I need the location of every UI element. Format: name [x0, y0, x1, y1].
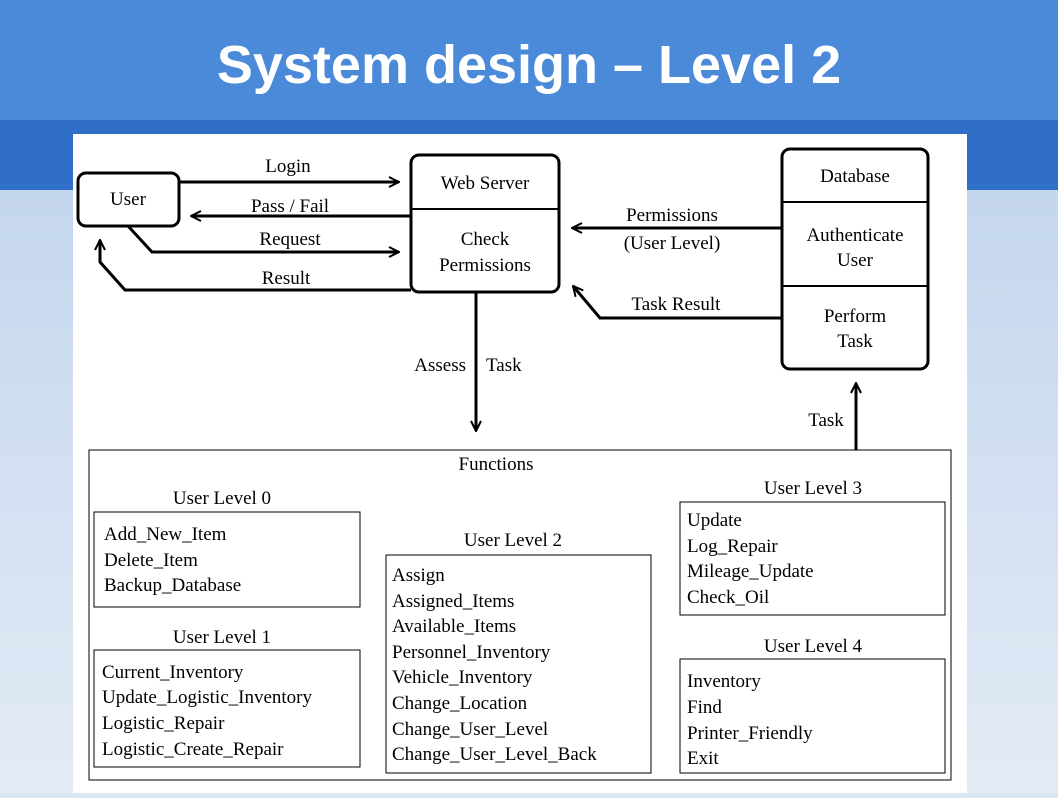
- edges: [100, 182, 856, 450]
- functions-title: Functions: [459, 454, 534, 475]
- level-4-title: User Level 4: [764, 636, 863, 657]
- level-0-title: User Level 0: [173, 488, 271, 509]
- user-level-0: User Level 0 Add_New_Item Delete_Item Ba…: [93, 488, 361, 608]
- task-result-arrow: [573, 286, 782, 320]
- function-item: Logistic_Create_Repair: [102, 739, 284, 760]
- function-item: Log_Repair: [687, 536, 778, 557]
- database-node: Database Authenticate User Perform Task: [780, 147, 930, 371]
- perform-task-line-2: Task: [837, 331, 873, 352]
- function-item: Exit: [687, 748, 719, 769]
- user-level-3: User Level 3 Update Log_Repair Mileage_U…: [679, 478, 946, 616]
- assess-label: Assess: [414, 355, 466, 376]
- level-3-title: User Level 3: [764, 478, 862, 499]
- function-item: Vehicle_Inventory: [392, 667, 533, 688]
- check-permissions-line-1: Check: [461, 229, 510, 250]
- user-level-4: User Level 4 Inventory Find Printer_Frie…: [679, 636, 946, 774]
- function-item: Delete_Item: [104, 550, 198, 571]
- function-item: Check_Oil: [687, 587, 769, 608]
- function-item: Update_Logistic_Inventory: [102, 687, 313, 708]
- result-label: Result: [262, 268, 311, 289]
- slide-title: System design – Level 2: [216, 35, 842, 95]
- user-label: User: [110, 189, 147, 210]
- function-item: Logistic_Repair: [102, 713, 225, 734]
- title-band: [0, 0, 1058, 120]
- function-item: Change_User_Level_Back: [392, 744, 597, 765]
- web-server-node: Web Server Check Permissions: [409, 153, 561, 294]
- function-item: Add_New_Item: [104, 524, 227, 545]
- authenticate-line-1: Authenticate: [806, 225, 903, 246]
- function-item: Current_Inventory: [102, 662, 244, 683]
- assess-task-label: Task: [486, 355, 522, 376]
- user-level-1: User Level 1 Current_Inventory Update_Lo…: [93, 627, 361, 768]
- request-label: Request: [259, 229, 321, 250]
- function-item: Update: [687, 510, 742, 531]
- authenticate-line-2: User: [837, 250, 874, 271]
- function-item: Printer_Friendly: [687, 723, 813, 744]
- result-arrow: [100, 240, 411, 292]
- check-permissions-line-2: Permissions: [439, 255, 531, 276]
- function-item: Inventory: [687, 671, 761, 692]
- user-level-2: User Level 2 Assign Assigned_Items Avail…: [385, 530, 652, 774]
- level-2-title: User Level 2: [464, 530, 562, 551]
- task-result-label: Task Result: [632, 294, 722, 315]
- permissions-label-line-2: (User Level): [624, 233, 721, 254]
- login-label: Login: [265, 156, 311, 177]
- user-node: User: [76, 171, 181, 228]
- function-item: Available_Items: [392, 616, 516, 637]
- database-label: Database: [820, 166, 890, 187]
- system-diagram: User Web Server Check Permissions Databa…: [76, 147, 952, 781]
- function-item: Personnel_Inventory: [392, 642, 551, 663]
- function-item: Assign: [392, 565, 445, 586]
- function-item: Change_User_Level: [392, 719, 548, 740]
- request-arrow: [126, 224, 399, 252]
- perform-task-line-1: Perform: [824, 306, 886, 327]
- function-item: Find: [687, 697, 722, 718]
- web-server-label: Web Server: [441, 173, 530, 194]
- permissions-label-line-1: Permissions: [626, 205, 718, 226]
- function-item: Backup_Database: [104, 575, 241, 596]
- function-item: Change_Location: [392, 693, 528, 714]
- function-item: Assigned_Items: [392, 591, 514, 612]
- task-label: Task: [808, 410, 844, 431]
- diagram-panel: User Web Server Check Permissions Databa…: [73, 134, 967, 793]
- pass-fail-label: Pass / Fail: [251, 196, 329, 217]
- function-item: Mileage_Update: [687, 561, 814, 582]
- level-1-title: User Level 1: [173, 627, 271, 648]
